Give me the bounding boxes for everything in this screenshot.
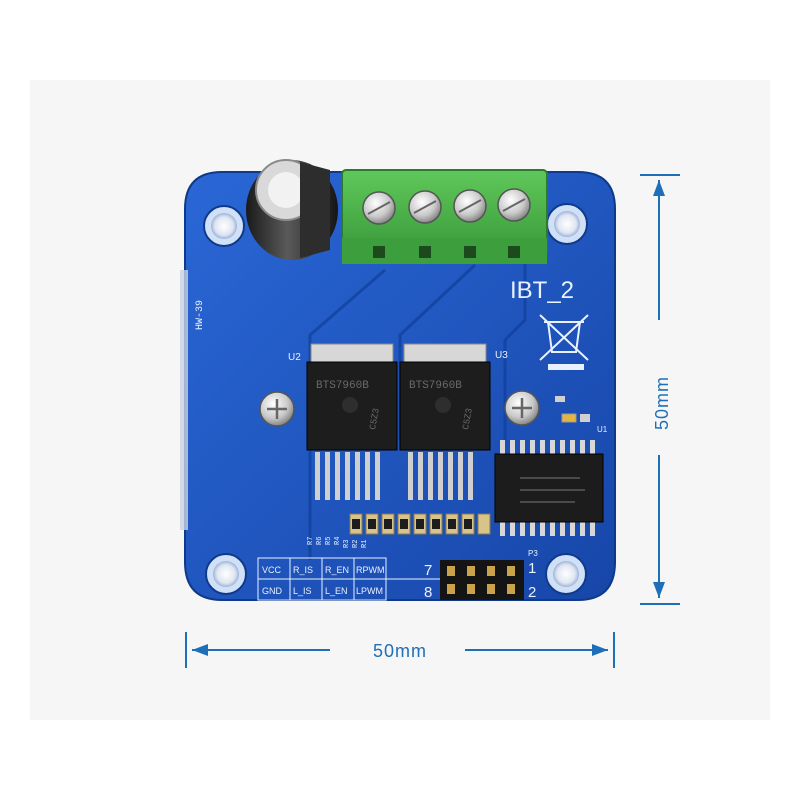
- pinout-cell: L_IS: [293, 586, 312, 596]
- pinout-cell: L_EN: [325, 586, 348, 596]
- ref-p3: P3: [528, 549, 538, 558]
- driver-chip-right: BTS7960B C5Z3: [399, 343, 491, 500]
- board-code: HW-39: [195, 300, 206, 330]
- resistor-ref: R2: [352, 540, 360, 548]
- pinout-cell: RPWM: [356, 565, 385, 575]
- mounting-hole-top-left: [203, 205, 245, 247]
- chip-right-label: BTS7960B: [409, 380, 462, 392]
- pinout-cell: GND: [262, 586, 283, 596]
- pinout-cell: R_IS: [293, 565, 313, 575]
- ref-u3: U3: [495, 350, 508, 361]
- logic-chip: [494, 440, 604, 536]
- resistor-ref: R4: [334, 537, 342, 545]
- terminal-screw: [408, 190, 442, 224]
- pin-label-8: 8: [424, 584, 432, 601]
- smd-components: [555, 396, 590, 423]
- resistor-array: [349, 513, 491, 535]
- pinout-cell: LPWM: [356, 586, 383, 596]
- resistor-ref: R6: [316, 537, 324, 545]
- resistor-ref: R5: [325, 537, 333, 545]
- pin-label-1: 1: [528, 560, 536, 577]
- height-dimension: [640, 174, 680, 605]
- screw-terminal-block: [341, 169, 548, 264]
- width-dimension: [185, 632, 615, 668]
- pinout-cell: VCC: [262, 565, 282, 575]
- terminal-screw: [453, 189, 487, 223]
- board-name: IBT_2: [510, 277, 574, 304]
- board-screw-right: [504, 390, 540, 426]
- ref-u2: U2: [288, 352, 301, 363]
- chip-left-code: C5Z3: [368, 408, 382, 431]
- terminal-screw: [362, 191, 396, 225]
- pinout-table: VCC R_IS R_EN RPWM GND L_IS L_EN LPWM: [257, 557, 387, 601]
- resistor-ref: R3: [343, 540, 351, 548]
- board-screw-left: [259, 391, 295, 427]
- mounting-hole-bottom-left: [205, 553, 247, 595]
- pin-label-2: 2: [528, 584, 536, 601]
- resistor-ref: R7: [307, 537, 315, 545]
- mounting-hole-bottom-right: [545, 553, 587, 595]
- ref-u1: U1: [597, 425, 608, 434]
- mounting-hole-top-right: [546, 203, 588, 245]
- weee-bin-icon: [539, 314, 589, 370]
- chip-left-label: BTS7960B: [316, 380, 369, 392]
- pinout-cell: R_EN: [325, 565, 349, 575]
- driver-chip-left: BTS7960B C5Z3: [306, 343, 398, 500]
- resistor-ref: R1: [361, 540, 369, 548]
- height-label: 50mm: [652, 376, 672, 430]
- pin-label-7: 7: [424, 562, 432, 579]
- pin-header: [440, 560, 524, 600]
- resistor-refs: R7 R6 R5 R4 R3 R2 R1: [307, 537, 369, 548]
- chip-right-code: C5Z3: [461, 408, 475, 431]
- terminal-screw: [497, 188, 531, 222]
- electrolytic-capacitor: [246, 159, 338, 260]
- width-label: 50mm: [373, 641, 427, 661]
